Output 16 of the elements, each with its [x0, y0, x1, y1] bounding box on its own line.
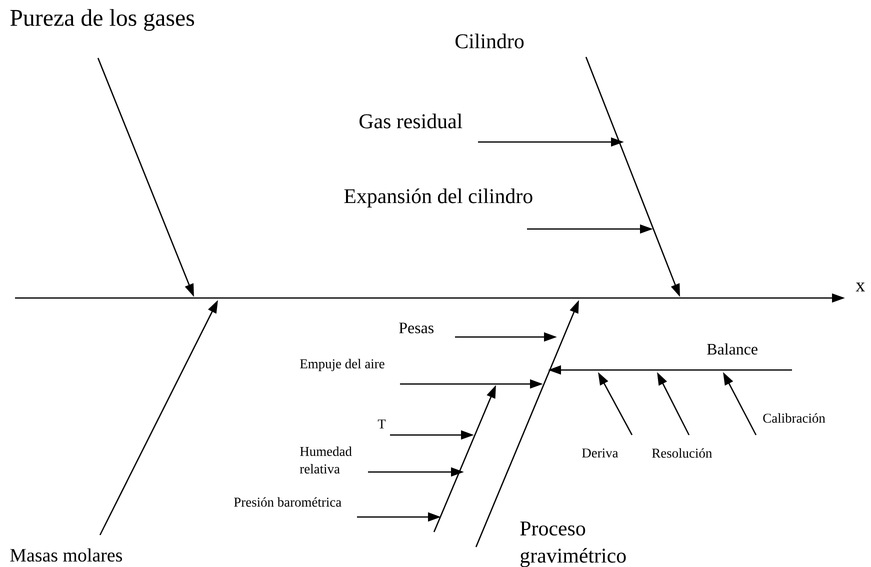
cause-label: Deriva — [582, 448, 618, 458]
effect-label: x — [856, 282, 865, 292]
cause-label: Humedad relativa — [300, 446, 352, 474]
cause-label: Resolución — [652, 448, 712, 458]
cause-label: Pureza de los gases — [10, 9, 194, 31]
cause-label: Gas residual — [360, 114, 462, 128]
cause-label: Empuje del aire — [300, 358, 384, 372]
cause-label: Expansión del cilindro — [344, 188, 532, 208]
cause-label: Proceso gravimétrico — [520, 522, 626, 567]
cause-label: Presión barométrica — [234, 497, 342, 507]
cause-label: T — [378, 420, 386, 428]
cause-label: Pesas — [399, 322, 434, 334]
cause-label: Masas molares — [10, 548, 122, 562]
cause-label: Cilindro — [456, 34, 524, 48]
cause-label: Calibración — [763, 413, 826, 423]
cause-label: Balance — [707, 343, 758, 355]
